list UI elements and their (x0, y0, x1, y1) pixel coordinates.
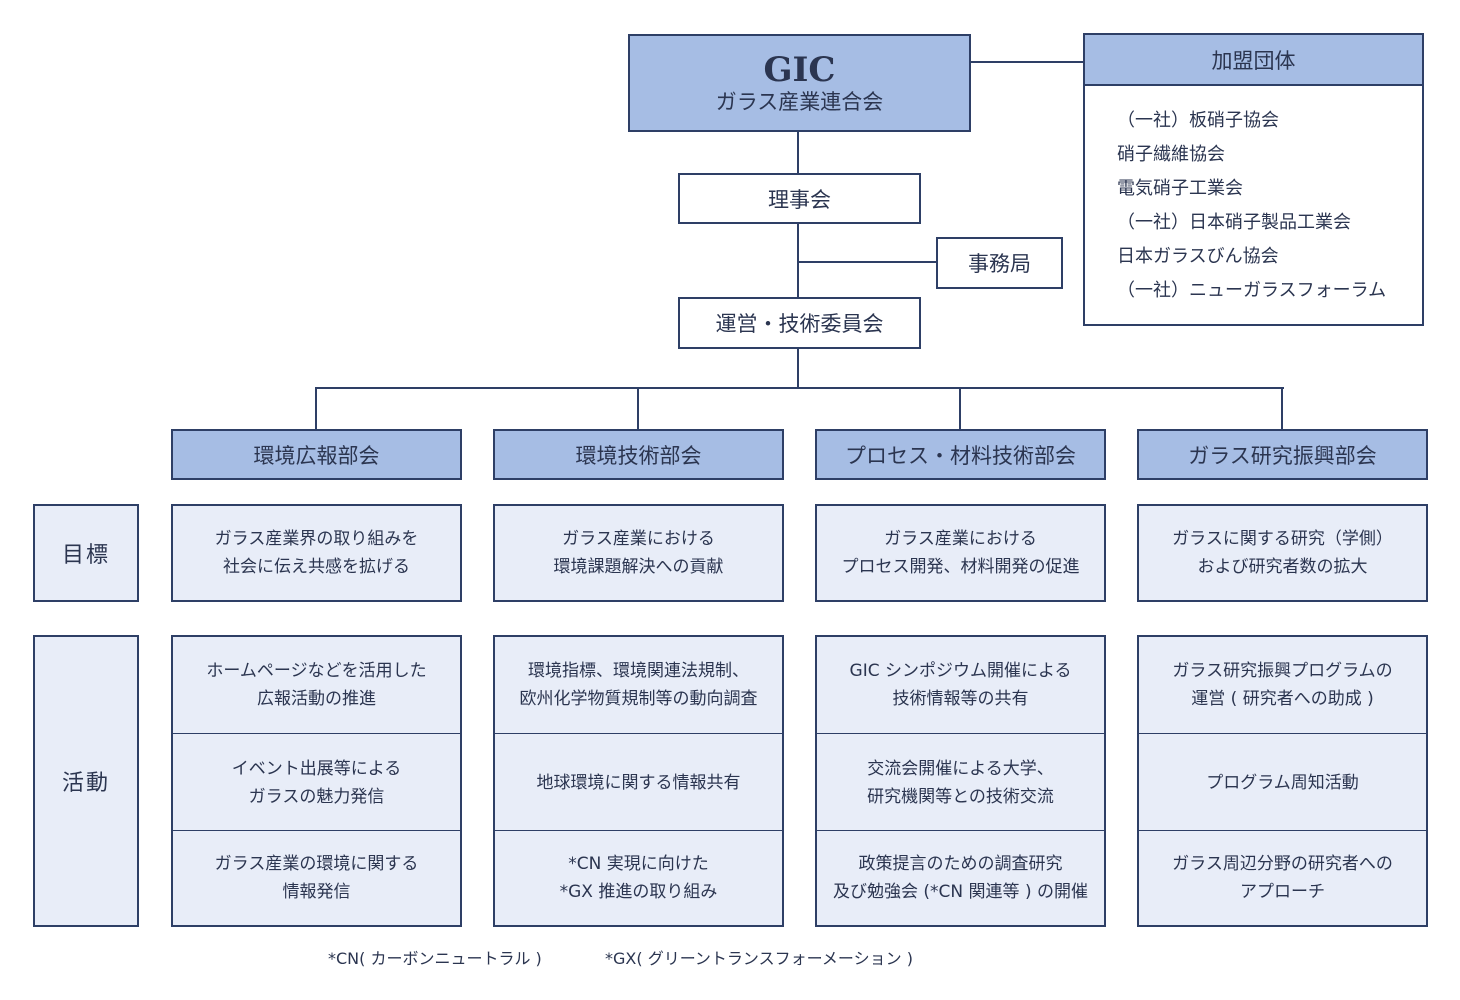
activity-cell: GIC シンポジウム開催による技術情報等の共有 (817, 637, 1104, 733)
activity-cell: *CN 実現に向けた *GX 推進の取り組み (495, 831, 782, 925)
member-item: （一社）板硝子協会 (1117, 110, 1279, 131)
footnote-gx: *GX( グリーントランスフォーメーション ) (605, 949, 913, 968)
activity-cell: 政策提言のための調査研究及び勉強会 (*CN 関連等 ) の開催 (817, 831, 1104, 925)
connector-dept-2 (637, 387, 639, 430)
activity-divider (495, 830, 782, 831)
activity-line: イベント出展等による (231, 758, 402, 779)
member-item: （一社）ニューガラスフォーラム (1117, 280, 1387, 301)
activity-line: 情報発信 (282, 882, 351, 902)
goal-line: 環境課題解決への貢献 (553, 557, 724, 577)
activity-cell: プログラム周知活動 (1139, 734, 1426, 831)
activity-line: 交流会開催による大学、 (867, 758, 1054, 779)
activity-divider (495, 733, 782, 734)
goal-line: ガラスに関する研究（学側） (1172, 529, 1393, 549)
goal-line: 社会に伝え共感を拡げる (222, 557, 410, 577)
connector-dept-1 (315, 387, 317, 430)
connector-board-committee (797, 222, 799, 298)
member-item: 日本ガラスびん協会 (1117, 246, 1279, 267)
member-organizations-heading: 加盟団体 (1085, 35, 1422, 86)
activity-cell: ホームページなどを活用した広報活動の推進 (173, 637, 460, 733)
activity-line: ガラス産業の環境に関する (214, 854, 419, 874)
activity-line: 研究機関等との技術交流 (867, 786, 1054, 807)
activity-divider (173, 830, 460, 831)
goal-cell-1: ガラス産業界の取り組みを社会に伝え共感を拡げる (171, 504, 462, 602)
goal-line: プロセス開発、材料開発の促進 (841, 557, 1080, 577)
goal-line: ガラス産業における (884, 529, 1037, 549)
goal-cell-3: ガラス産業におけるプロセス開発、材料開発の促進 (815, 504, 1106, 602)
activity-line: ガラスの魅力発信 (248, 786, 385, 807)
activity-line: ホームページなどを活用した (206, 661, 427, 681)
activity-cell: 地球環境に関する情報共有 (495, 734, 782, 831)
goal-line: ガラス産業界の取り組みを (214, 529, 419, 549)
board-box: 理事会 (678, 173, 921, 224)
connector-dept-3 (959, 387, 961, 430)
activity-column-1: ホームページなどを活用した広報活動の推進 イベント出展等によるガラスの魅力発信 … (171, 635, 462, 927)
connector-dept-4 (1281, 387, 1283, 430)
activity-column-2: 環境指標、環境関連法規制、欧州化学物質規制等の動向調査 地球環境に関する情報共有… (493, 635, 784, 927)
committee-box: 運営・技術委員会 (678, 297, 921, 349)
activity-line: 運営 ( 研究者への助成 ) (1191, 689, 1374, 709)
goal-line: および研究者数の拡大 (1197, 557, 1368, 577)
activity-divider (817, 733, 1104, 734)
activity-line: 環境指標、環境関連法規制、 (528, 661, 749, 681)
activity-divider (817, 830, 1104, 831)
member-organizations-box: 加盟団体 （一社）板硝子協会 硝子繊維協会 電気硝子工業会 （一社）日本硝子製品… (1083, 33, 1424, 326)
activity-cell: ガラス研究振興プログラムの運営 ( 研究者への助成 ) (1139, 637, 1426, 733)
activity-cell: ガラス周辺分野の研究者へのアプローチ (1139, 831, 1426, 925)
activity-divider (1139, 733, 1426, 734)
activity-line: 技術情報等の共有 (892, 689, 1029, 709)
activity-line: *GX 推進の取り組み (559, 882, 718, 902)
activity-line: プログラム周知活動 (1206, 772, 1359, 793)
activity-column-3: GIC シンポジウム開催による技術情報等の共有 交流会開催による大学、研究機関等… (815, 635, 1106, 927)
dept-header-4: ガラス研究振興部会 (1137, 429, 1428, 480)
activity-cell: 環境指標、環境関連法規制、欧州化学物質規制等の動向調査 (495, 637, 782, 733)
activity-line: *CN 実現に向けた (568, 854, 709, 874)
activity-line: 政策提言のための調査研究 (858, 854, 1063, 874)
secretariat-box: 事務局 (936, 237, 1063, 289)
connector-committee-bus (797, 347, 799, 388)
connector-dept-bus (315, 387, 1284, 389)
activity-cell: イベント出展等によるガラスの魅力発信 (173, 734, 460, 831)
root-box: GIC ガラス産業連合会 (628, 34, 971, 132)
root-subtitle: ガラス産業連合会 (715, 90, 884, 114)
root-title: GIC (763, 50, 836, 90)
activity-line: 地球環境に関する情報共有 (536, 772, 741, 793)
activity-column-4: ガラス研究振興プログラムの運営 ( 研究者への助成 ) プログラム周知活動 ガラ… (1137, 635, 1428, 927)
row-label-goal: 目標 (33, 504, 139, 602)
goal-cell-4: ガラスに関する研究（学側） および研究者数の拡大 (1137, 504, 1428, 602)
connector-root-members (970, 61, 1084, 63)
dept-header-1: 環境広報部会 (171, 429, 462, 480)
member-item: 硝子繊維協会 (1117, 144, 1225, 165)
activity-line: 広報活動の推進 (257, 689, 376, 709)
member-item: 電気硝子工業会 (1117, 178, 1243, 199)
goal-line: ガラス産業における (562, 529, 715, 549)
activity-line: 及び勉強会 (*CN 関連等 ) の開催 (833, 882, 1088, 902)
dept-header-3: プロセス・材料技術部会 (815, 429, 1106, 480)
activity-line: アプローチ (1239, 882, 1325, 902)
connector-secretariat (797, 261, 937, 263)
connector-root-board (797, 132, 799, 174)
activity-divider (173, 733, 460, 734)
activity-line: ガラス周辺分野の研究者への (1172, 854, 1393, 874)
member-organizations-list: （一社）板硝子協会 硝子繊維協会 電気硝子工業会 （一社）日本硝子製品工業会 日… (1085, 86, 1422, 308)
member-item: （一社）日本硝子製品工業会 (1117, 212, 1351, 233)
activity-line: GIC シンポジウム開催による (849, 661, 1072, 681)
activity-divider (1139, 830, 1426, 831)
row-label-activity: 活動 (33, 635, 139, 927)
activity-cell: ガラス産業の環境に関する情報発信 (173, 831, 460, 925)
activity-cell: 交流会開催による大学、研究機関等との技術交流 (817, 734, 1104, 831)
footnote-cn: *CN( カーボンニュートラル ) (328, 949, 542, 968)
goal-cell-2: ガラス産業における環境課題解決への貢献 (493, 504, 784, 602)
activity-line: 欧州化学物質規制等の動向調査 (519, 689, 758, 709)
dept-header-2: 環境技術部会 (493, 429, 784, 480)
activity-line: ガラス研究振興プログラムの (1172, 661, 1393, 681)
